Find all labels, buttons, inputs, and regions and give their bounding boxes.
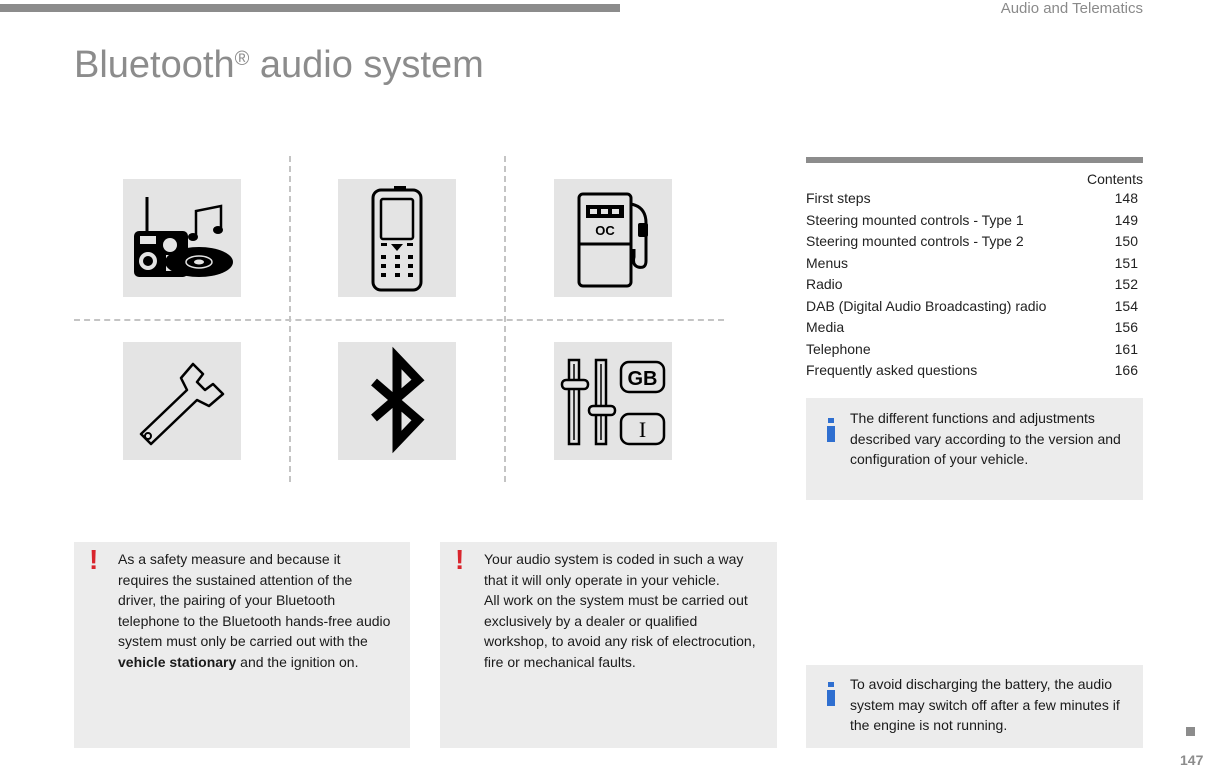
- tile-fuel-pump[interactable]: OC: [554, 179, 672, 297]
- tile-mobile-phone[interactable]: [338, 179, 456, 297]
- grid-divider: [74, 319, 724, 321]
- info-note-text: The different functions and adjustments …: [850, 410, 1121, 467]
- contents-page: 151: [1114, 254, 1138, 271]
- spanner-icon: [139, 362, 225, 446]
- warning-icon: !: [89, 544, 99, 575]
- page-number: 147: [1180, 752, 1204, 768]
- warning-icon: !: [455, 544, 465, 575]
- info-note-battery: To avoid discharging the battery, the au…: [806, 665, 1143, 748]
- warning-note-text: Your audio system is coded in such a way…: [484, 551, 756, 670]
- contents-page: 156: [1114, 319, 1138, 335]
- footer-marker: [1186, 727, 1195, 736]
- contents-heading: Contents: [1086, 171, 1143, 187]
- warning-note-safety: ! As a safety measure and because it req…: [74, 542, 410, 748]
- contents-page: 148: [1114, 190, 1138, 206]
- contents-page: 152: [1114, 276, 1138, 292]
- language-label-gb: GB: [628, 368, 658, 390]
- contents-page: 161: [1114, 340, 1138, 357]
- header-bar: [0, 4, 620, 12]
- section-title: Audio and Telematics: [1000, 0, 1143, 17]
- info-note-text: To avoid discharging the battery, the au…: [850, 676, 1120, 733]
- bluetooth-icon: [371, 346, 425, 454]
- contents-page: 149: [1114, 211, 1138, 228]
- contents-page: 154: [1114, 297, 1138, 314]
- language-label-i: I: [639, 417, 646, 442]
- page-title: Bluetooth® audio system: [74, 44, 484, 86]
- language-sliders-icon: GB I: [560, 358, 666, 446]
- mobile-phone-icon: [371, 186, 423, 292]
- warning-note-text: As a safety measure and because it requi…: [118, 551, 391, 670]
- fuel-pump-label: OC: [595, 223, 615, 238]
- tile-radio-music[interactable]: [123, 179, 241, 297]
- radio-music-icon: [134, 197, 233, 277]
- fuel-pump-icon: OC: [577, 192, 648, 288]
- tile-maintenance[interactable]: [123, 342, 241, 460]
- tile-bluetooth[interactable]: [338, 342, 456, 460]
- info-note-version: The different functions and adjustments …: [806, 398, 1143, 500]
- contents-page: 150: [1114, 233, 1138, 249]
- warning-note-coded: ! Your audio system is coded in such a w…: [440, 542, 777, 748]
- contents-page: 166: [1114, 362, 1138, 378]
- contents-bar: [806, 157, 1143, 163]
- tile-language-config[interactable]: GB I: [554, 342, 672, 460]
